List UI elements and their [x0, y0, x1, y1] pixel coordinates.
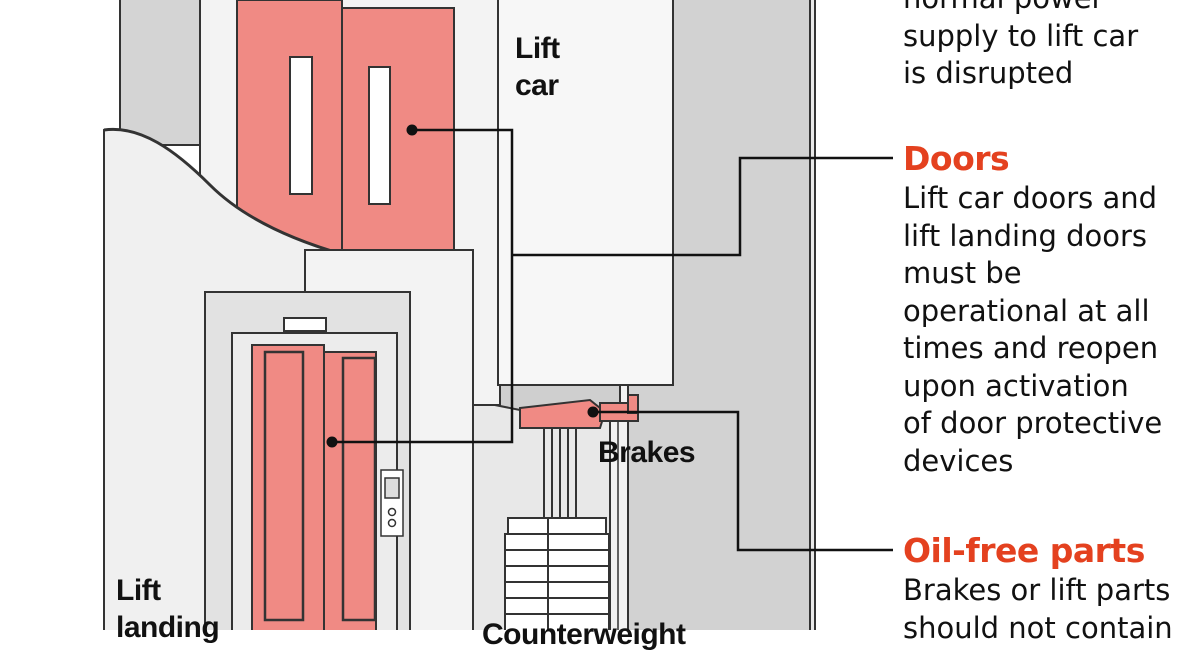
landing-door-dot	[326, 436, 338, 448]
brake-dot	[587, 406, 599, 418]
ropes	[543, 428, 577, 522]
brakes-label: Brakes	[598, 436, 696, 469]
oil-free-leader-line	[593, 410, 893, 552]
power-supply-text: normal power supply to lift car is disru…	[903, 0, 1139, 90]
leader-dots	[326, 124, 599, 448]
lift-car-doors	[236, 0, 455, 254]
lift-landing-label: Lift landing	[116, 574, 220, 644]
oil-free-heading: Oil-free parts	[903, 531, 1145, 570]
landing-doors	[204, 291, 411, 630]
oil-free-description: Brakes or lift parts should not contain	[903, 573, 1173, 645]
doors-pointer-line	[512, 156, 893, 257]
doors-heading: Doors	[903, 139, 1010, 178]
lift-car-label: Lift car	[515, 32, 560, 102]
lift-diagram	[103, 0, 893, 630]
counterweight	[504, 517, 610, 630]
leader-lines	[332, 128, 893, 552]
call-button-panel	[380, 469, 404, 537]
car-door-dot	[406, 124, 418, 136]
counterweight-label: Counterweight	[482, 618, 686, 651]
doors-leader-line	[332, 128, 514, 444]
doors-description: Lift car doors and lift landing doors mu…	[903, 181, 1163, 478]
